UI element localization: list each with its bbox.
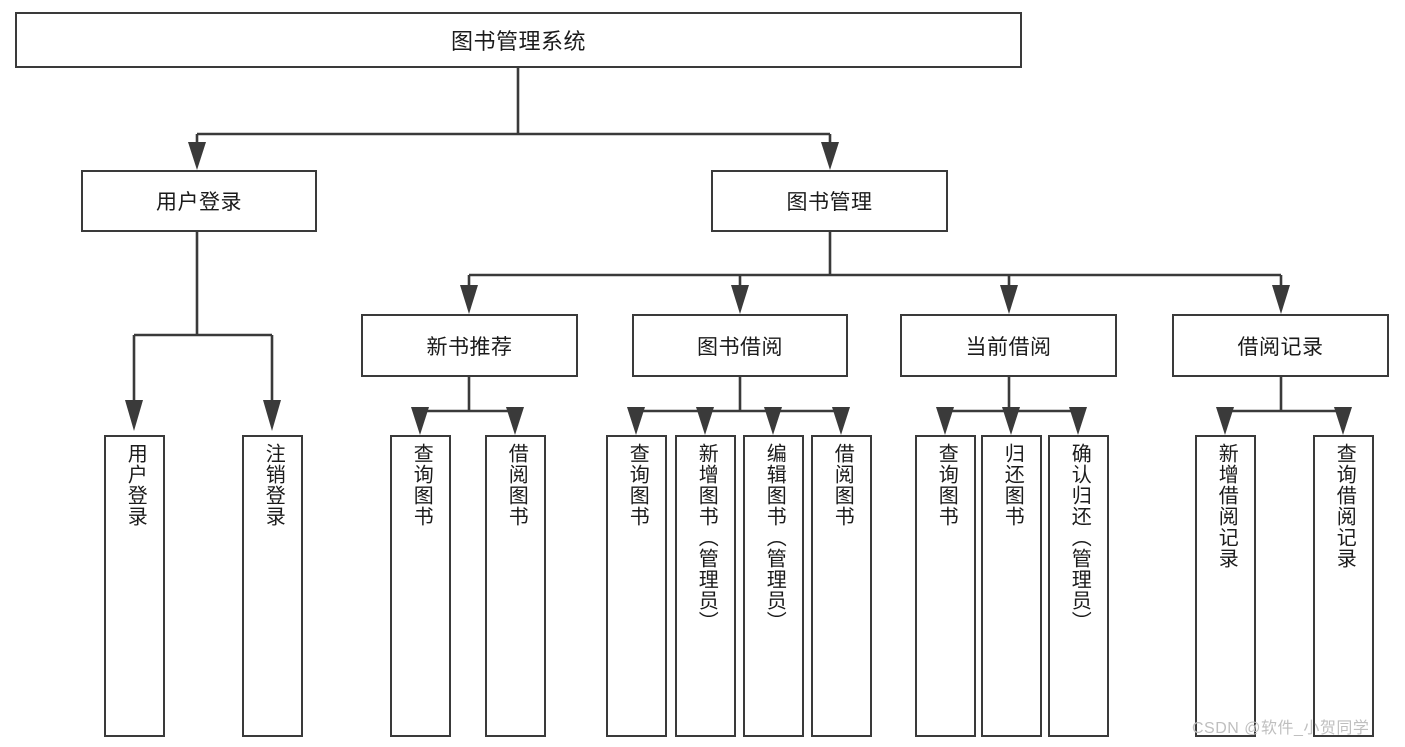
leaf-current-query-book[interactable]: 查询图书 (915, 435, 976, 737)
leaf-borrow-add-book-admin[interactable]: 新增图书（管理员） (675, 435, 736, 737)
node-label: 新书推荐 (426, 335, 513, 359)
leaf-label: 确认归还（管理员） (1068, 443, 1091, 632)
leaf-borrow-edit-book-admin[interactable]: 编辑图书（管理员） (743, 435, 804, 737)
leaf-label: 借阅图书 (505, 443, 528, 527)
node-label: 图书管理 (786, 191, 873, 214)
node-root-system[interactable]: 图书管理系统 (15, 12, 1022, 68)
leaf-label: 新增图书（管理员） (695, 443, 718, 632)
leaf-user-login-logout[interactable]: 注销登录 (242, 435, 303, 737)
node-label: 图书管理系统 (450, 29, 586, 54)
node-borrow-record[interactable]: 借阅记录 (1172, 314, 1389, 377)
leaf-record-add-record[interactable]: 新增借阅记录 (1195, 435, 1256, 737)
node-label: 当前借阅 (965, 335, 1052, 359)
leaf-label: 新增借阅记录 (1215, 443, 1238, 569)
leaf-label: 编辑图书（管理员） (763, 443, 786, 632)
leaf-current-confirm-return-admin[interactable]: 确认归还（管理员） (1048, 435, 1109, 737)
leaf-label: 查询图书 (410, 443, 433, 527)
node-new-book-recommend[interactable]: 新书推荐 (361, 314, 578, 377)
node-user-login[interactable]: 用户登录 (81, 170, 317, 232)
leaf-label: 查询图书 (626, 443, 649, 527)
leaf-label: 注销登录 (262, 443, 285, 527)
node-label: 借阅记录 (1237, 335, 1324, 359)
node-label: 用户登录 (156, 191, 242, 214)
node-book-management[interactable]: 图书管理 (711, 170, 948, 232)
node-book-borrow[interactable]: 图书借阅 (632, 314, 848, 377)
leaf-label: 借阅图书 (831, 443, 854, 527)
leaf-label: 查询图书 (935, 443, 958, 527)
leaf-borrow-borrow-book[interactable]: 借阅图书 (811, 435, 872, 737)
node-current-borrow[interactable]: 当前借阅 (900, 314, 1117, 377)
leaf-label: 查询借阅记录 (1333, 443, 1356, 569)
leaf-borrow-query-book[interactable]: 查询图书 (606, 435, 667, 737)
node-label: 图书借阅 (697, 335, 783, 359)
leaf-current-return-book[interactable]: 归还图书 (981, 435, 1042, 737)
leaf-recommend-borrow-book[interactable]: 借阅图书 (485, 435, 546, 737)
leaf-label: 用户登录 (124, 443, 147, 527)
leaf-user-login-login[interactable]: 用户登录 (104, 435, 165, 737)
leaf-record-query-record[interactable]: 查询借阅记录 (1313, 435, 1374, 737)
leaf-label: 归还图书 (1001, 443, 1024, 527)
leaf-recommend-query-book[interactable]: 查询图书 (390, 435, 451, 737)
csdn-watermark: CSDN @软件_小贺同学 (1192, 720, 1370, 737)
